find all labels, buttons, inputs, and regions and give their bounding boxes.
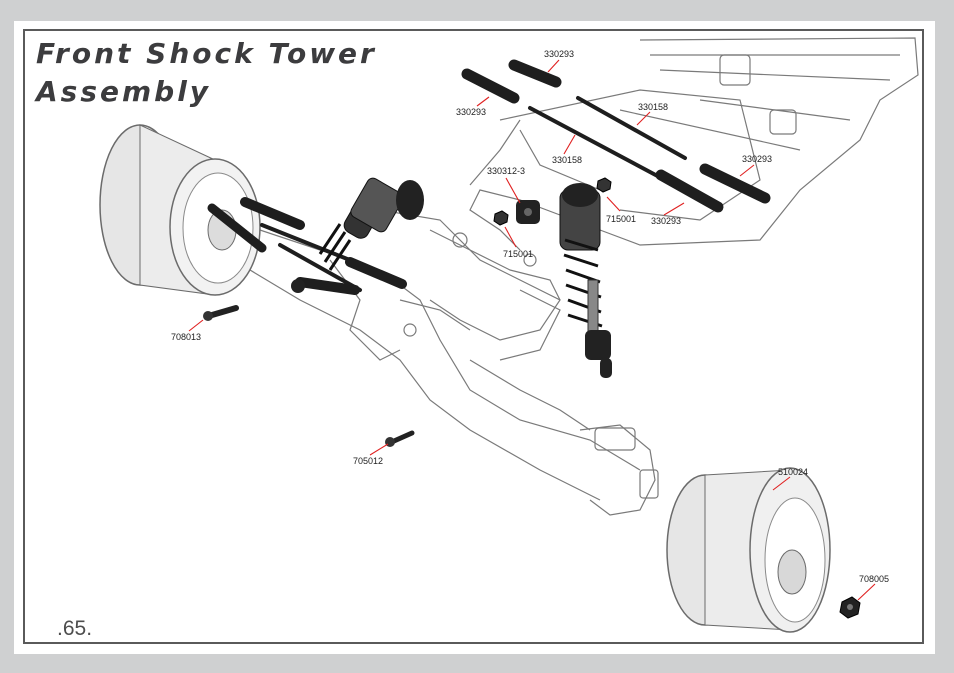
part-label: 330158: [552, 155, 582, 165]
part-labels: 330293 330293 330158 330158 330312-3 330…: [171, 49, 889, 584]
part-label: 715001: [606, 214, 636, 224]
turnbuckles: [207, 59, 771, 295]
part-label: 330293: [651, 216, 681, 226]
part-label: 330293: [742, 154, 772, 164]
part-label: 510024: [778, 467, 808, 477]
part-label: 708005: [859, 574, 889, 584]
screw-705012: [385, 430, 415, 447]
page-frame: [23, 29, 924, 644]
part-label: 705012: [353, 456, 383, 466]
shock-left: [291, 177, 424, 293]
page-number: .65.: [57, 617, 93, 640]
nut-715001-b: [493, 210, 509, 226]
leader-lines: [188, 59, 876, 601]
part-label: 715001: [503, 249, 533, 259]
part-label: 330158: [638, 102, 668, 112]
page-title: Front Shock Tower Assembly: [36, 35, 377, 111]
left-wheel: [99, 124, 261, 296]
chassis-outline: [189, 37, 919, 516]
part-label: 330312-3: [487, 166, 525, 176]
part-label: 330293: [544, 49, 574, 59]
title-line-1: Front Shock Tower: [36, 37, 377, 70]
manual-page: Front Shock Tower Assembly .65.: [14, 21, 935, 654]
nut-715001-a: [596, 177, 612, 193]
part-label: 330293: [456, 107, 486, 117]
shock-mount: [516, 200, 540, 224]
title-line-2: Assembly: [36, 75, 212, 108]
right-wheel: [666, 467, 831, 633]
wheel-nut: [839, 596, 861, 619]
part-label: 708013: [171, 332, 201, 342]
shock-right: [559, 183, 612, 378]
screw-708013: [203, 305, 239, 321]
